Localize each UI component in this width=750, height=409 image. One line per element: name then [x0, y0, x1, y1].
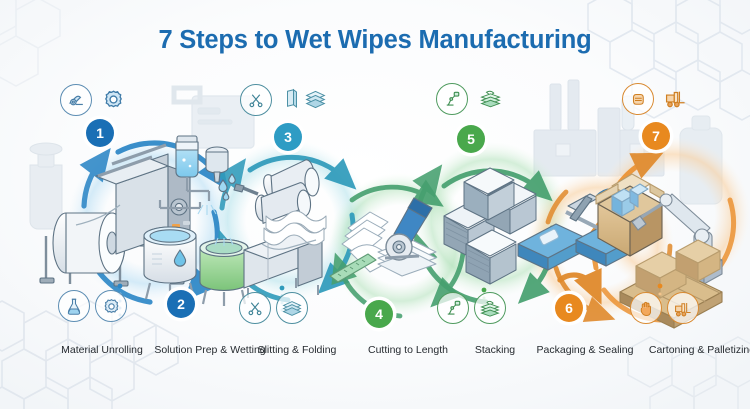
- bottle-silhouette: [29, 142, 63, 230]
- fabric-roll-icon: [60, 84, 92, 116]
- folded-sheet-icon: [276, 83, 308, 113]
- illustration-packaging-sealing: [517, 188, 645, 271]
- step-number-5: 5: [467, 131, 475, 147]
- forklift-icon: [667, 292, 699, 324]
- wipes-pack-icon: [474, 292, 506, 324]
- fist-grip-icon: [622, 83, 654, 115]
- step-badge-6[interactable]: 6: [555, 294, 583, 322]
- illustration-stacking: [443, 167, 537, 285]
- step-label-row: Material Unrolling Solution Prep & Wetti…: [0, 344, 750, 362]
- tank-silhouette: [171, 85, 255, 149]
- step-label-1: Material Unrolling: [61, 344, 143, 356]
- illustration-slitting-folding: [233, 159, 327, 298]
- illustration-material-unrolling: [39, 143, 191, 287]
- illustration-solution-prep: [143, 135, 249, 306]
- illustration-cutting-to-length: [329, 197, 437, 283]
- tank-silhouette-right: [679, 115, 723, 205]
- step-number-2: 2: [177, 296, 185, 312]
- step-badge-1[interactable]: 1: [86, 119, 114, 147]
- step-number-7: 7: [652, 128, 660, 144]
- scissors-icon: [240, 84, 272, 116]
- stacked-sheets-icon: [299, 84, 331, 114]
- step-label-2: Solution Prep & Wetting: [154, 344, 266, 356]
- robot-arm-icon: [436, 83, 468, 115]
- step-label-3: Slitting & Folding: [257, 344, 337, 356]
- gear-icon: [97, 84, 129, 114]
- step-badge-2[interactable]: 2: [167, 290, 195, 318]
- step-badge-3[interactable]: 3: [274, 123, 302, 151]
- robot-arm-icon: [437, 292, 469, 324]
- step-number-3: 3: [284, 129, 292, 145]
- glove-hand-icon: [630, 292, 662, 324]
- forklift-icon: [660, 83, 692, 113]
- step-badge-4[interactable]: 4: [365, 300, 393, 328]
- hexagon-pattern-bottom-right: [627, 336, 750, 409]
- page-title: 7 Steps to Wet Wipes Manufacturing: [158, 26, 592, 54]
- step-label-7: Cartoning & Palletizing: [648, 344, 750, 356]
- step-label-4: Cutting to Length: [368, 344, 448, 356]
- step-number-1: 1: [96, 125, 104, 141]
- wipes-stack-icon: [474, 84, 506, 114]
- stacked-sheets-icon: [276, 292, 308, 324]
- step-number-6: 6: [565, 300, 573, 316]
- step-badge-5[interactable]: 5: [457, 125, 485, 153]
- scissors-icon: [239, 292, 271, 324]
- step-label-6: Packaging & Sealing: [536, 344, 634, 356]
- gear-icon: [95, 290, 127, 322]
- flask-icon: [58, 290, 90, 322]
- step-number-4: 4: [375, 306, 383, 322]
- step-badge-7[interactable]: 7: [642, 122, 670, 150]
- step-label-5: Stacking: [474, 344, 516, 356]
